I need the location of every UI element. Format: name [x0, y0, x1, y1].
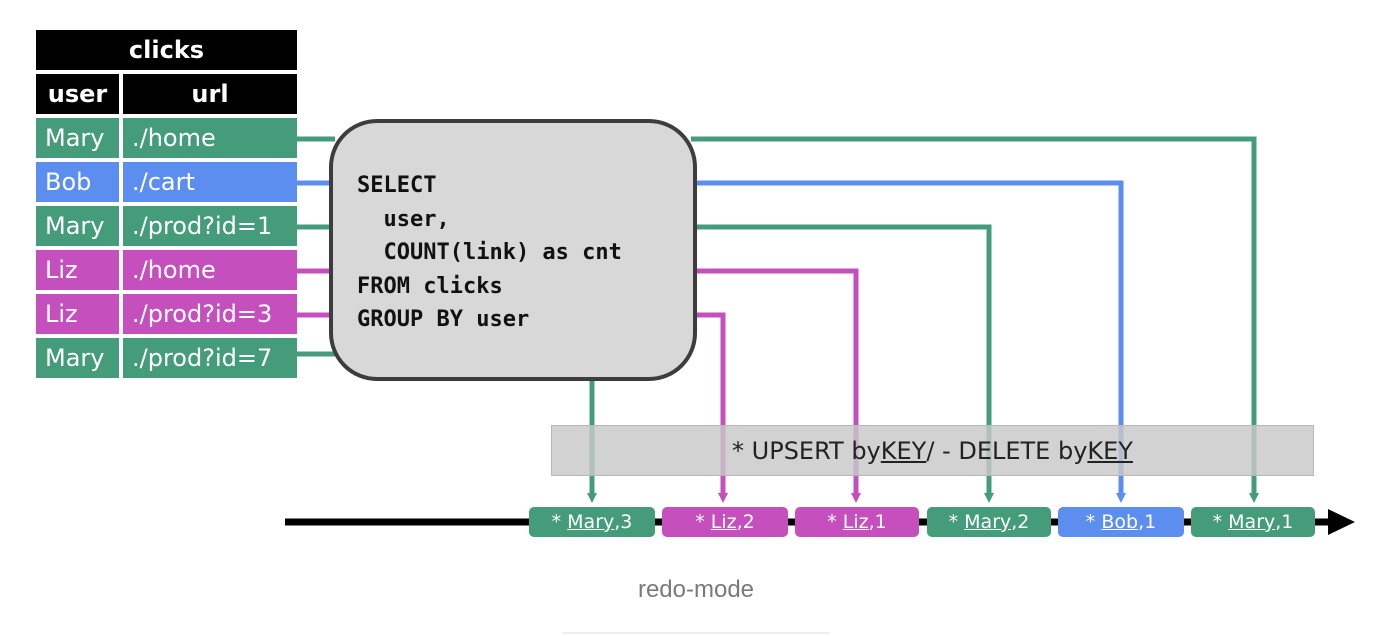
column-header-url: url [123, 74, 297, 114]
table-row-2-url: ./cart [123, 162, 297, 202]
record-key: Mary [567, 511, 615, 533]
table-row-4-user: Liz [36, 250, 119, 290]
table-row-2-user: Bob [36, 162, 119, 202]
query-line-4: FROM clicks [357, 274, 503, 299]
record-prefix: * [551, 511, 568, 533]
table-row-3-user: Mary [36, 206, 119, 246]
band-upsert-text: * UPSERT by [732, 436, 881, 465]
band-delete-text: / - DELETE by [926, 436, 1088, 465]
query-line-1: SELECT [357, 173, 437, 198]
record-prefix: * [1212, 511, 1229, 533]
record-prefix: * [695, 511, 711, 533]
table-row-4-url: ./home [123, 250, 297, 290]
table-row-1-user: Mary [36, 118, 119, 158]
record-value: ,3 [614, 511, 633, 533]
divider [563, 632, 829, 634]
record-value: ,1 [868, 511, 887, 533]
table-row-5-url: ./prod?id=3 [123, 294, 297, 334]
output-path-liz-1 [691, 268, 861, 503]
record-key: Liz [710, 511, 737, 533]
table-title: clicks [36, 30, 297, 70]
output-path-bob-1 [691, 180, 1126, 503]
band-key-2: KEY [1087, 436, 1133, 465]
record-mary-3: * Mary,3 [529, 507, 655, 537]
query-line-3: COUNT(link) as cnt [357, 240, 622, 265]
record-prefix: * [1085, 511, 1102, 533]
column-header-user: user [36, 74, 119, 114]
table-row-6-user: Mary [36, 338, 119, 378]
upsert-delete-band: * UPSERT by KEY / - DELETE by KEY [551, 425, 1314, 476]
table-row-6-url: ./prod?id=7 [123, 338, 297, 378]
record-mary-1: * Mary,1 [1191, 507, 1315, 537]
record-mary-2: * Mary,2 [927, 507, 1051, 537]
record-value: ,1 [1275, 511, 1294, 533]
band-key-1: KEY [880, 436, 927, 465]
record-value: ,1 [1138, 511, 1157, 533]
table-row-3-url: ./prod?id=1 [123, 206, 297, 246]
table-row-1-url: ./home [123, 118, 297, 158]
record-value: ,2 [736, 511, 755, 533]
query-line-2: user, [357, 207, 450, 232]
output-path-mary-1 [691, 136, 1259, 503]
table-row-5-user: Liz [36, 294, 119, 334]
query-line-5: GROUP BY user [357, 307, 530, 332]
record-liz-2: * Liz,2 [662, 507, 788, 537]
record-liz-1: * Liz,1 [795, 507, 919, 537]
caption: redo-mode [637, 576, 755, 603]
record-key: Mary [964, 511, 1012, 533]
timeline-arrowhead [1328, 509, 1355, 535]
record-prefix: * [827, 511, 843, 533]
record-prefix: * [948, 511, 965, 533]
record-bob-1: * Bob,1 [1058, 507, 1184, 537]
record-value: ,2 [1011, 511, 1030, 533]
record-key: Bob [1101, 511, 1139, 533]
record-key: Mary [1228, 511, 1276, 533]
record-key: Liz [842, 511, 869, 533]
output-path-mary-2 [691, 224, 994, 503]
sql-query-box: SELECT user, COUNT(link) as cnt FROM cli… [329, 119, 697, 381]
